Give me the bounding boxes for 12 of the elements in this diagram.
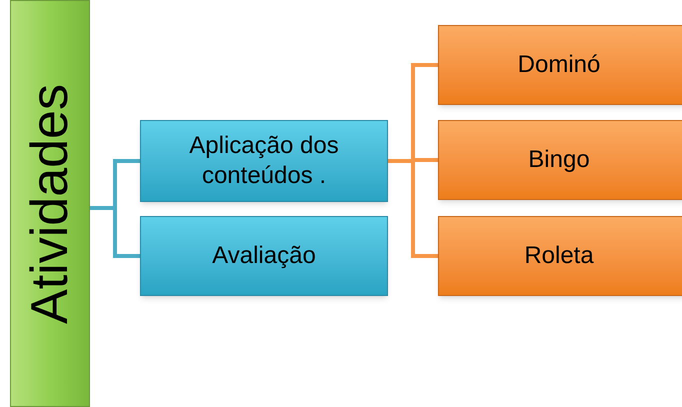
topic-box — [140, 216, 388, 296]
topic-label: Roleta — [523, 241, 595, 271]
topic-box — [438, 25, 682, 105]
title-bar — [10, 0, 90, 407]
topic-label: Avaliação — [211, 241, 317, 271]
topic-box — [438, 216, 682, 296]
title-text: Atividades — [24, 84, 76, 324]
topic-box — [140, 120, 388, 202]
topic-label: Dominó — [516, 50, 602, 80]
topic-label: Aplicação dos conteúdos . — [188, 131, 340, 191]
topic-box — [438, 120, 682, 200]
topic-label: Bingo — [527, 145, 591, 175]
